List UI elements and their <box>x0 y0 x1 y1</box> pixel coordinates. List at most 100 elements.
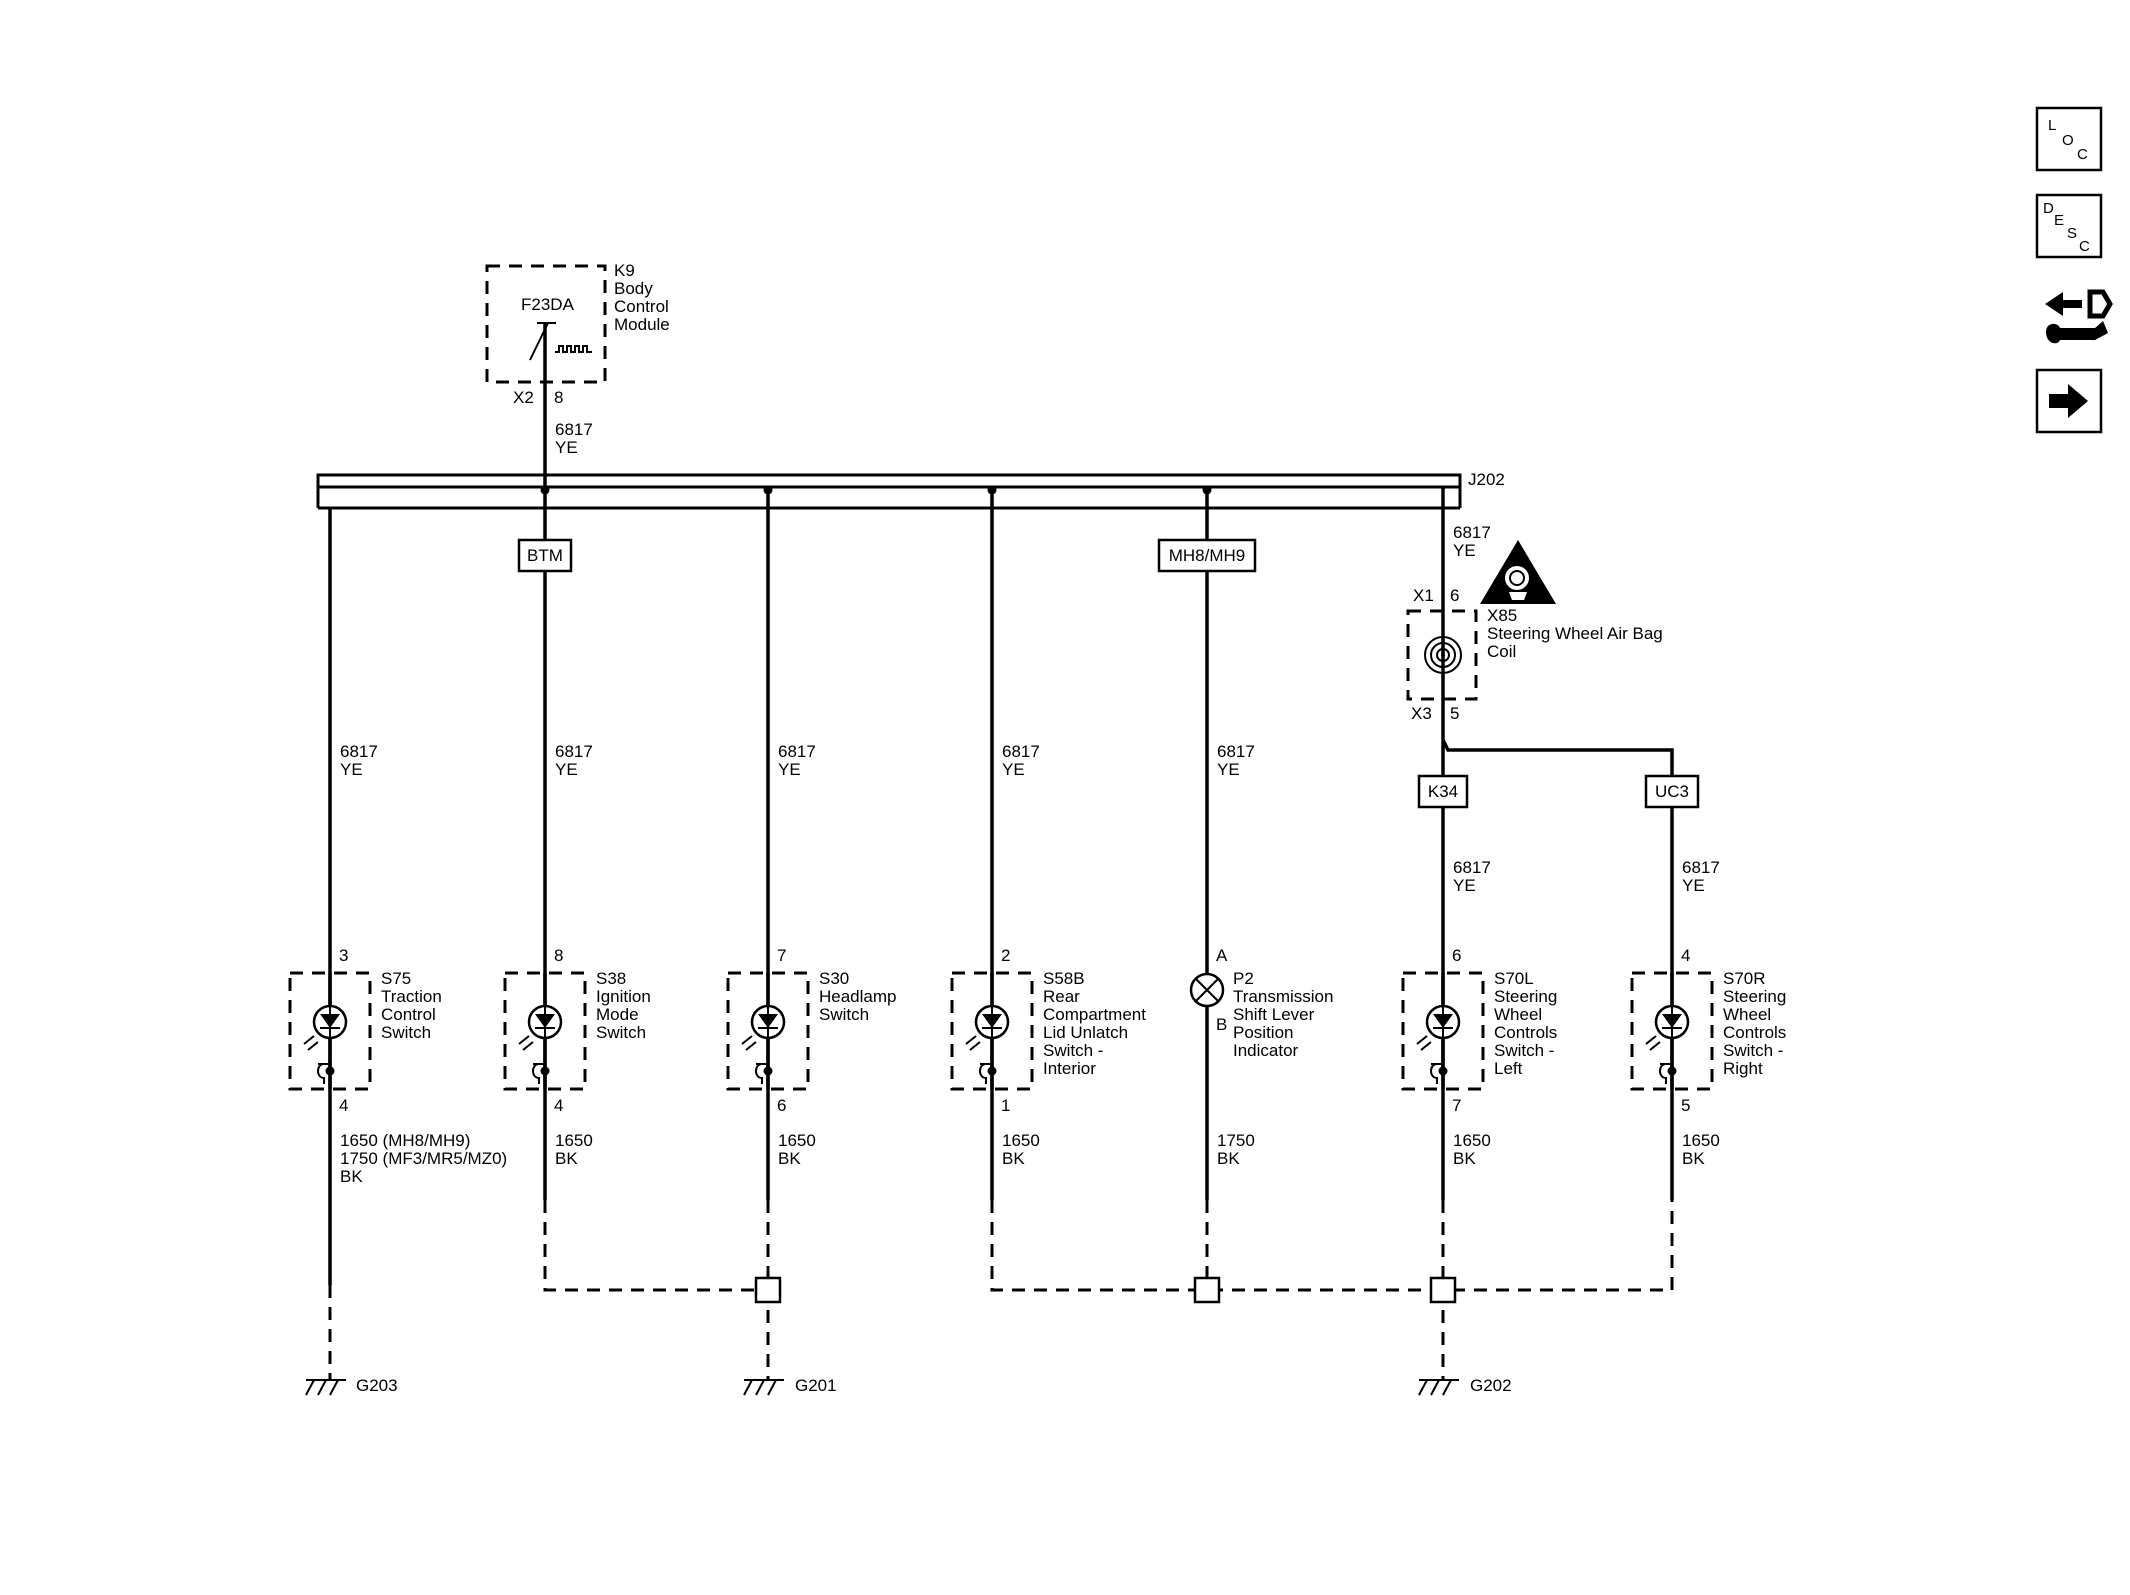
svg-text:S30: S30 <box>819 969 849 988</box>
airbag-ref: X85 <box>1487 606 1517 625</box>
connector-service-button[interactable] <box>2045 289 2113 344</box>
svg-text:7: 7 <box>1452 1096 1461 1115</box>
desc-letter-s: S <box>2067 225 2077 242</box>
svg-text:A: A <box>1216 946 1228 965</box>
svg-text:6817: 6817 <box>778 742 816 761</box>
svg-text:Mode: Mode <box>596 1005 639 1024</box>
svg-text:6817: 6817 <box>1682 858 1720 877</box>
svg-text:YE: YE <box>778 760 801 779</box>
bcm-line3: Module <box>614 315 670 334</box>
ground-wire-labels: 1650 (MH8/MH9) 1750 (MF3/MR5/MZ0) BK 165… <box>340 1131 1720 1186</box>
fuse-label: F23DA <box>521 295 575 314</box>
svg-text:4: 4 <box>339 1096 348 1115</box>
svg-text:Interior: Interior <box>1043 1059 1096 1078</box>
loc-letter-o: O <box>2062 132 2074 149</box>
svg-text:Ignition: Ignition <box>596 987 651 1006</box>
svg-text:Lid Unlatch: Lid Unlatch <box>1043 1023 1128 1042</box>
svg-text:YE: YE <box>340 760 363 779</box>
device-p2-transmission-indicator: A B P2 Transmission Shift Lever Position… <box>1189 946 1333 1060</box>
option-k34: K34 <box>1417 774 1469 809</box>
svg-text:Transmission: Transmission <box>1233 987 1333 1006</box>
connector-service-icon <box>2045 289 2113 344</box>
airbag-feed-circuit: 6817 <box>1453 523 1491 542</box>
svg-text:1: 1 <box>1001 1096 1010 1115</box>
ground-g203: G203 <box>305 1376 398 1396</box>
svg-text:BK: BK <box>1682 1149 1705 1168</box>
svg-text:Shift Lever: Shift Lever <box>1233 1005 1315 1024</box>
desc-button[interactable]: D E S C <box>2035 193 2103 259</box>
desc-icon: D E S C <box>2043 200 2090 255</box>
svg-text:Switch -: Switch - <box>1043 1041 1103 1060</box>
svg-text:6817: 6817 <box>555 742 593 761</box>
device-s30-headlamp-switch: 7 S30 Headlamp Switch 6 <box>726 946 897 1115</box>
svg-text:S58B: S58B <box>1043 969 1085 988</box>
svg-text:1750: 1750 <box>1217 1131 1255 1150</box>
svg-text:BK: BK <box>1453 1149 1476 1168</box>
airbag-pin-in: 6 <box>1450 586 1459 605</box>
svg-text:B: B <box>1216 1015 1227 1034</box>
svg-text:G201: G201 <box>795 1376 837 1395</box>
svg-text:BK: BK <box>1002 1149 1025 1168</box>
svg-text:4: 4 <box>554 1096 563 1115</box>
svg-text:Wheel: Wheel <box>1494 1005 1542 1024</box>
device-s70l-steering-controls-left: 6 S70L Steering Wheel Controls Switch - … <box>1401 946 1557 1115</box>
bcm-line1: Body <box>614 279 653 298</box>
loc-button[interactable]: L O C <box>2035 106 2103 172</box>
bus-name: J202 <box>1468 470 1505 489</box>
svg-text:BK: BK <box>1217 1149 1240 1168</box>
svg-text:6: 6 <box>1452 946 1461 965</box>
airbag-line1: Steering Wheel Air Bag <box>1487 624 1663 643</box>
svg-text:6817: 6817 <box>1002 742 1040 761</box>
svg-text:BK: BK <box>555 1149 578 1168</box>
svg-text:6817: 6817 <box>1217 742 1255 761</box>
ground-icon <box>1418 1379 1459 1396</box>
svg-text:Compartment: Compartment <box>1043 1005 1146 1024</box>
svg-text:S38: S38 <box>596 969 626 988</box>
svg-text:6817: 6817 <box>1453 858 1491 877</box>
x85-airbag-coil: X1 6 X85 Steering Wheel Air Bag Coil X3 … <box>1406 586 1663 723</box>
svg-text:1650: 1650 <box>1682 1131 1720 1150</box>
svg-text:5: 5 <box>1681 1096 1690 1115</box>
bcm-line2: Control <box>614 297 669 316</box>
airbag-line2: Coil <box>1487 642 1516 661</box>
svg-text:K34: K34 <box>1428 782 1458 801</box>
svg-text:BK: BK <box>778 1149 801 1168</box>
loc-letter-l: L <box>2048 117 2056 134</box>
option-uc3: UC3 <box>1644 774 1700 809</box>
svg-text:Control: Control <box>381 1005 436 1024</box>
svg-text:6817: 6817 <box>340 742 378 761</box>
svg-text:UC3: UC3 <box>1655 782 1689 801</box>
svg-text:S75: S75 <box>381 969 411 988</box>
svg-text:Switch -: Switch - <box>1494 1041 1554 1060</box>
svg-text:1750 (MF3/MR5/MZ0): 1750 (MF3/MR5/MZ0) <box>340 1149 507 1168</box>
svg-text:Controls: Controls <box>1723 1023 1786 1042</box>
next-arrow-icon <box>2049 384 2088 418</box>
svg-text:1650 (MH8/MH9): 1650 (MH8/MH9) <box>340 1131 470 1150</box>
feed-circuit: 6817 <box>555 420 593 439</box>
ground-g202: G202 <box>1418 1376 1512 1396</box>
svg-text:8: 8 <box>554 946 563 965</box>
loc-icon: L O C <box>2048 117 2088 163</box>
svg-text:Headlamp: Headlamp <box>819 987 897 1006</box>
svg-text:Switch: Switch <box>596 1023 646 1042</box>
svg-text:S70L: S70L <box>1494 969 1534 988</box>
svg-text:YE: YE <box>1682 876 1705 895</box>
svg-text:Right: Right <box>1723 1059 1763 1078</box>
svg-text:1650: 1650 <box>778 1131 816 1150</box>
bcm-connector: X2 <box>513 388 534 407</box>
option-btm: BTM <box>517 538 573 573</box>
svg-text:S70R: S70R <box>1723 969 1766 988</box>
bcm-pin: 8 <box>554 388 563 407</box>
svg-text:Controls: Controls <box>1494 1023 1557 1042</box>
ground-icon <box>743 1379 784 1396</box>
fuse-switch-icon <box>529 322 592 361</box>
svg-text:Indicator: Indicator <box>1233 1041 1299 1060</box>
svg-text:Steering: Steering <box>1494 987 1557 1006</box>
next-button[interactable] <box>2035 368 2103 434</box>
ground-g201: G201 <box>743 1376 837 1396</box>
ground-distribution <box>328 1200 1674 1380</box>
svg-text:P2: P2 <box>1233 969 1254 988</box>
svg-text:2: 2 <box>1001 946 1010 965</box>
